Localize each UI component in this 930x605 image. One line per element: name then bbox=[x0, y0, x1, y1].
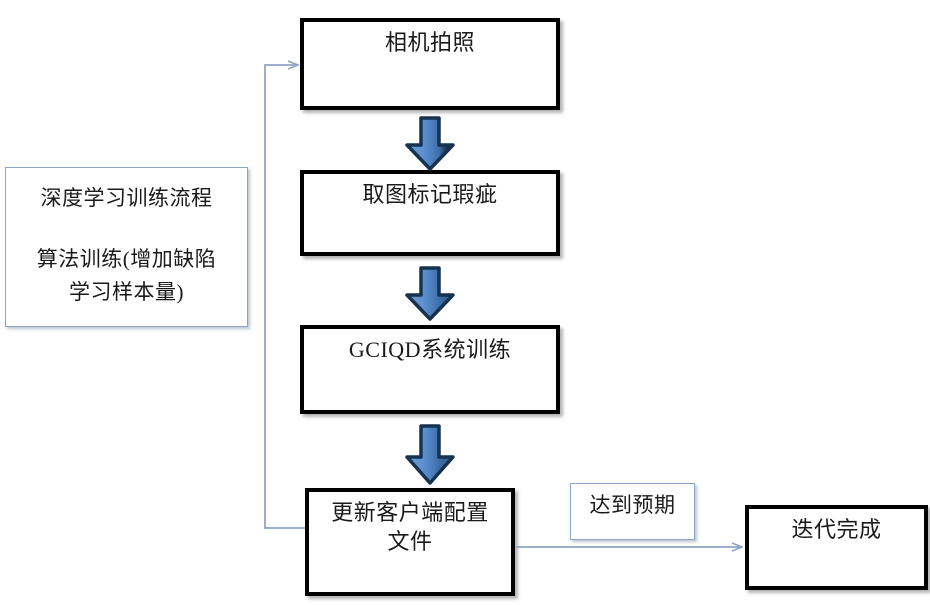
note-deep-learning-training-process: 深度学习训练流程 算法训练(增加缺陷 学习样本量) bbox=[5, 167, 248, 327]
feedback-loop-arrow bbox=[264, 65, 305, 529]
node-mark-defect-label: 取图标记瑕疵 bbox=[362, 182, 498, 207]
node-iteration-complete[interactable]: 迭代完成 bbox=[745, 505, 928, 590]
node-update-client-config[interactable]: 更新客户端配置 文件 bbox=[305, 488, 515, 596]
node-update-client-config-label: 更新客户端配置 文件 bbox=[331, 500, 489, 555]
note-title-line: 深度学习训练流程 bbox=[40, 186, 213, 210]
note-reached-expectation-label: 达到预期 bbox=[589, 493, 676, 517]
node-gciqd-system-training[interactable]: GCIQD系统训练 bbox=[300, 325, 560, 414]
arrow-mark-defect-to-training-icon bbox=[400, 266, 460, 322]
node-gciqd-system-training-label: GCIQD系统训练 bbox=[348, 337, 512, 362]
node-camera-capture[interactable]: 相机拍照 bbox=[300, 18, 560, 110]
note-detail-line: 算法训练(增加缺陷 学习样本量) bbox=[36, 247, 217, 304]
arrow-camera-to-mark-defect-icon bbox=[400, 116, 460, 172]
node-iteration-complete-label: 迭代完成 bbox=[791, 517, 882, 542]
node-mark-defect[interactable]: 取图标记瑕疵 bbox=[300, 170, 560, 256]
arrow-training-to-update-config-icon bbox=[400, 424, 460, 486]
node-camera-capture-label: 相机拍照 bbox=[384, 30, 475, 55]
note-reached-expectation: 达到预期 bbox=[570, 483, 695, 540]
